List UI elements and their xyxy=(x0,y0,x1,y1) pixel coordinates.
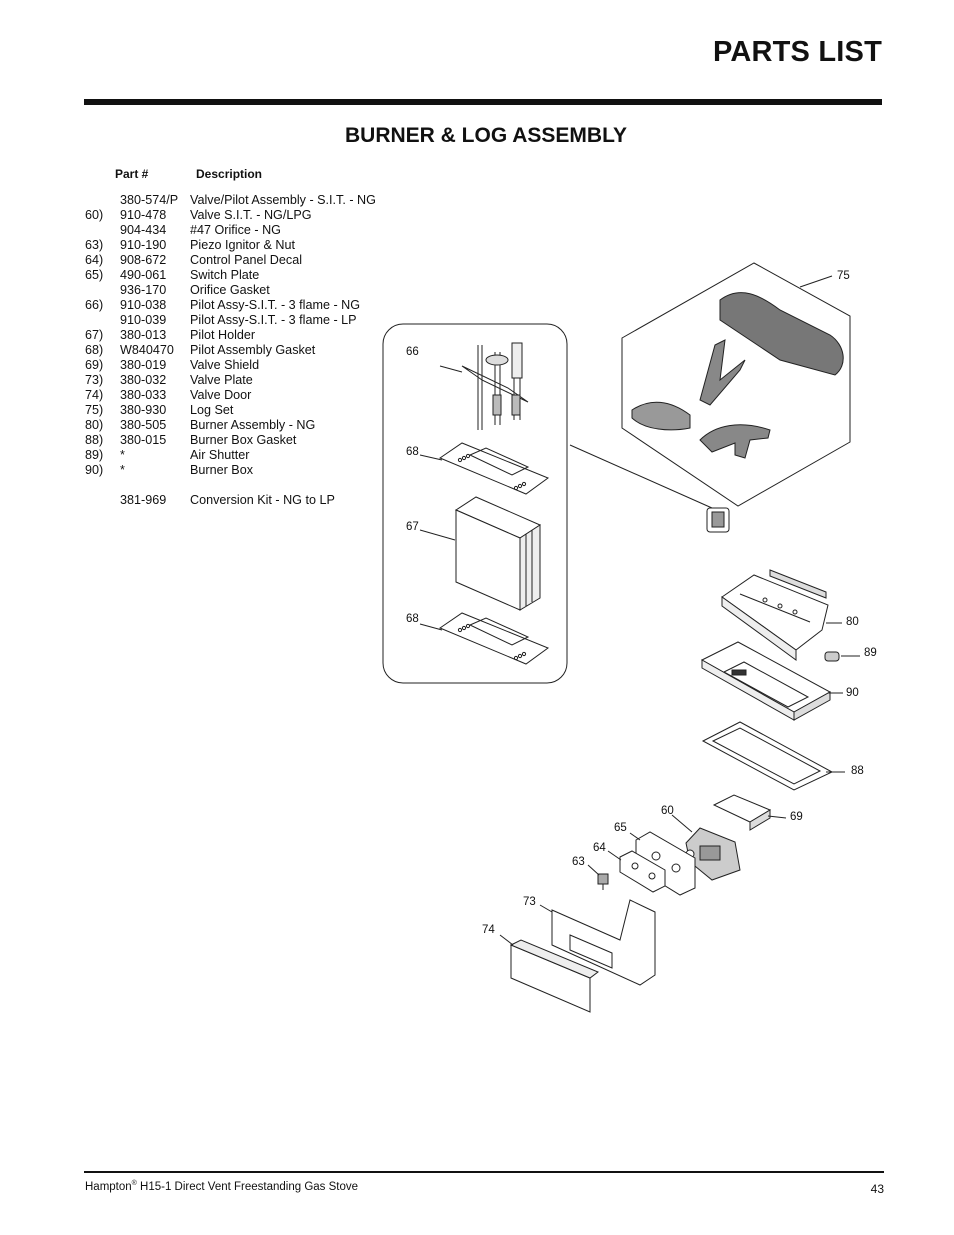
callout-74: 74 xyxy=(482,924,495,936)
callout-60: 60 xyxy=(661,805,674,817)
part-number: 910-190 xyxy=(120,238,167,252)
callout-73: 73 xyxy=(523,896,536,908)
part-number: 380-505 xyxy=(120,418,167,432)
part-description: Valve Door xyxy=(190,388,252,402)
section-title: BURNER & LOG ASSEMBLY xyxy=(345,124,627,147)
part-number: 381-969 xyxy=(120,493,167,507)
part-number: 380-019 xyxy=(120,358,167,372)
burner-assembly-drawing xyxy=(721,569,842,661)
item-number: 74) xyxy=(85,388,104,402)
item-number: 66) xyxy=(85,298,104,312)
column-header-part: Part # xyxy=(115,167,149,181)
part-description: Valve Shield xyxy=(190,358,260,372)
item-number: 64) xyxy=(85,253,104,267)
pilot-assembly-drawing xyxy=(439,342,529,430)
item-number: 88) xyxy=(85,433,104,447)
part-number: W840470 xyxy=(120,343,174,357)
item-number: 80) xyxy=(85,418,104,432)
item-number: 89) xyxy=(85,448,104,462)
piezo-ignitor-drawing xyxy=(587,864,609,890)
part-number: * xyxy=(120,448,125,462)
callout-69: 69 xyxy=(790,811,803,823)
part-description: Pilot Assy-S.I.T. - 3 flame - NG xyxy=(190,298,361,312)
pilot-holder-drawing xyxy=(419,496,542,611)
air-shutter-drawing xyxy=(824,651,860,662)
part-description: Burner Assembly - NG xyxy=(190,418,316,432)
burner-box-gasket-drawing xyxy=(701,721,845,791)
log-set-drawing xyxy=(569,262,851,533)
part-description: Air Shutter xyxy=(190,448,250,462)
callout-80: 80 xyxy=(846,616,859,628)
part-number: * xyxy=(120,463,125,477)
valve-plate-drawing xyxy=(539,899,656,986)
footer-text: Hampton® H15-1 Direct Vent Freestanding … xyxy=(85,1180,358,1193)
callout-88: 88 xyxy=(851,765,864,777)
part-description: Log Set xyxy=(190,403,234,417)
gasket-bottom-drawing xyxy=(419,612,550,665)
part-number: 380-574/P xyxy=(120,193,179,207)
item-number: 65) xyxy=(85,268,104,282)
part-description: Valve/Pilot Assembly - S.I.T. - NG xyxy=(190,193,376,207)
part-number: 380-015 xyxy=(120,433,167,447)
callout-63: 63 xyxy=(572,856,585,868)
part-number: 380-033 xyxy=(120,388,167,402)
callout-75: 75 xyxy=(837,270,850,282)
control-panel-decal-drawing xyxy=(607,850,666,893)
item-number: 63) xyxy=(85,238,104,252)
callout-65: 65 xyxy=(614,822,627,834)
part-number: 936-170 xyxy=(120,283,167,297)
page-title: PARTS LIST xyxy=(712,36,882,68)
part-description: Valve S.I.T. - NG/LPG xyxy=(190,208,312,222)
item-number: 75) xyxy=(85,403,104,417)
valve-shield-drawing xyxy=(712,794,787,831)
callout-90: 90 xyxy=(846,687,859,699)
footer-registered-mark: ® xyxy=(131,1180,137,1187)
callout-68-top: 68 xyxy=(406,446,419,458)
item-number: 67) xyxy=(85,328,104,342)
burner-box-drawing xyxy=(700,641,843,721)
part-description: #47 Orifice - NG xyxy=(190,223,281,237)
callout-67: 67 xyxy=(406,521,419,533)
part-description: Control Panel Decal xyxy=(190,253,303,267)
footer-divider xyxy=(84,1171,884,1173)
item-number: 68) xyxy=(85,343,104,357)
part-number: 380-032 xyxy=(120,373,167,387)
part-number: 908-672 xyxy=(120,253,167,267)
item-number: 73) xyxy=(85,373,104,387)
part-number: 380-930 xyxy=(120,403,167,417)
part-number: 490-061 xyxy=(120,268,167,282)
valve-door-drawing xyxy=(499,934,600,1013)
page-number: 43 xyxy=(870,1182,884,1196)
part-number: 380-013 xyxy=(120,328,167,342)
gasket-top-drawing xyxy=(419,442,550,495)
part-description: Pilot Assy-S.I.T. - 3 flame - LP xyxy=(190,313,357,327)
footer-model: H15-1 Direct Vent Freestanding Gas Stove xyxy=(136,1180,359,1193)
callout-89: 89 xyxy=(864,647,877,659)
part-description: Conversion Kit - NG to LP xyxy=(190,493,335,507)
part-description: Switch Plate xyxy=(190,268,260,282)
callout-66: 66 xyxy=(406,346,419,358)
footer-brand: Hampton xyxy=(85,1180,132,1193)
part-description: Valve Plate xyxy=(190,373,253,387)
top-divider xyxy=(84,99,882,105)
pilot-inset-frame xyxy=(382,323,568,684)
item-number: 60) xyxy=(85,208,104,222)
item-number: 69) xyxy=(85,358,104,372)
part-description: Burner Box Gasket xyxy=(190,433,297,447)
callout-64: 64 xyxy=(593,842,606,854)
callout-68-bottom: 68 xyxy=(406,613,419,625)
part-description: Piezo Ignitor & Nut xyxy=(190,238,295,252)
part-number: 910-478 xyxy=(120,208,167,222)
column-header-description: Description xyxy=(196,167,263,181)
part-number: 904-434 xyxy=(120,223,167,237)
part-description: Pilot Holder xyxy=(190,328,256,342)
part-description: Burner Box xyxy=(190,463,253,477)
part-description: Orifice Gasket xyxy=(190,283,270,297)
part-description: Pilot Assembly Gasket xyxy=(190,343,316,357)
part-number: 910-039 xyxy=(120,313,167,327)
item-number: 90) xyxy=(85,463,104,477)
part-number: 910-038 xyxy=(120,298,167,312)
